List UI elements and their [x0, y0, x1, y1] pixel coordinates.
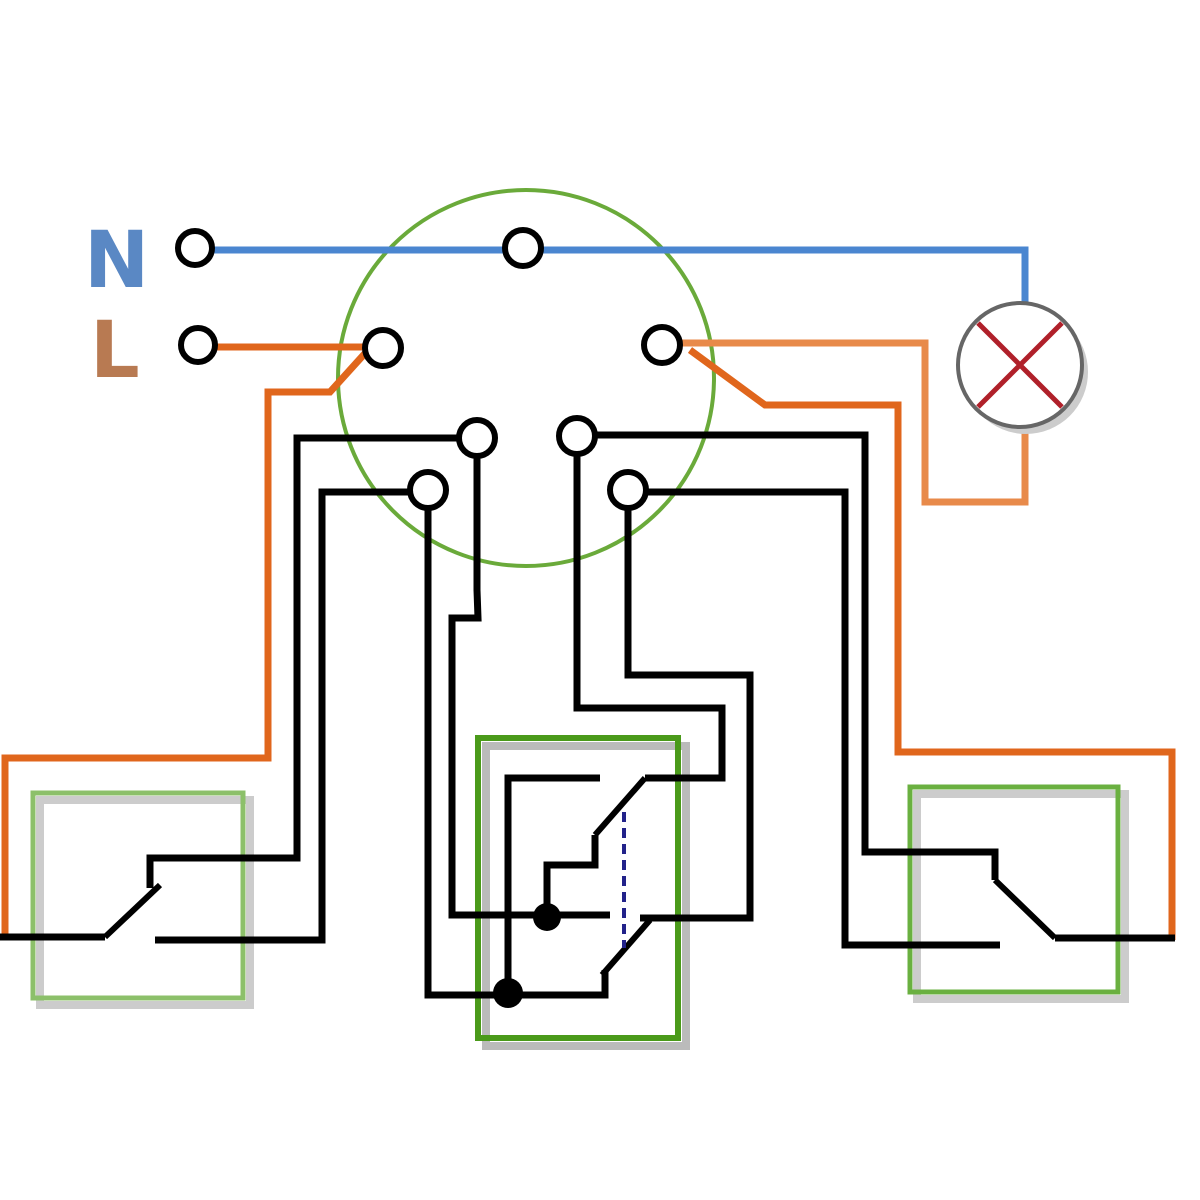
neutral-wire	[195, 246, 1029, 302]
terminal-box-d	[607, 469, 649, 511]
lamp	[956, 301, 1088, 434]
terminal-l	[178, 325, 218, 365]
neutral-label: N	[84, 216, 150, 306]
switched-wire-to-lamp	[662, 339, 1029, 506]
junction-dot	[493, 978, 523, 1008]
terminal-n	[175, 228, 215, 268]
left-switch-box	[30, 790, 254, 1009]
middle-switch-lever-top	[592, 776, 648, 837]
right-switch-lever	[992, 877, 1058, 941]
terminal-box-c	[407, 469, 449, 511]
live-wire-to-right-switch	[687, 347, 1176, 940]
terminal-box-lamp	[641, 324, 683, 366]
right-switch-box	[907, 784, 1129, 1003]
junction-dot	[533, 903, 561, 931]
terminal-box-a	[456, 417, 498, 459]
terminal-box-b	[556, 415, 598, 457]
control-wires	[0, 431, 1175, 999]
left-switch-lever	[102, 882, 163, 940]
middle-switch-box	[475, 735, 690, 1050]
terminal-box-live	[362, 327, 404, 369]
live-label: L	[90, 306, 140, 396]
terminal-box-neutral	[502, 227, 544, 269]
terminals	[175, 227, 683, 511]
live-wire-to-left-switch	[1, 347, 371, 935]
